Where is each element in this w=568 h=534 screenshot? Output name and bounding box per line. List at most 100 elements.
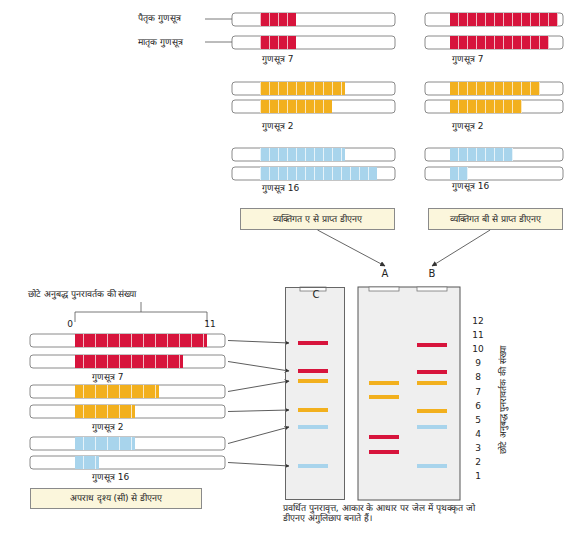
repeat-units <box>450 36 549 49</box>
chromosome-name: गुणसूत्र 16 <box>262 183 299 193</box>
chromosome-name: गुणसूत्र 16 <box>92 472 129 482</box>
box-text: व्यक्तिगत बी से प्राप्त डीएनए <box>447 214 543 224</box>
scale-number: 0 <box>67 319 73 329</box>
gel-band <box>369 435 399 439</box>
chromosome <box>425 167 563 180</box>
gel-body <box>285 287 345 500</box>
chromosome <box>30 334 225 347</box>
repeat-segment <box>75 334 207 347</box>
chromosome <box>232 100 395 113</box>
scale-number: 6 <box>475 401 481 411</box>
gel-band <box>417 343 447 347</box>
gel-band <box>298 464 328 468</box>
source-box: व्यक्तिगत ए से प्राप्त डीएनए <box>240 208 395 230</box>
chromosome-name: गुणसूत्र 2 <box>92 422 124 432</box>
repeat-segment <box>260 148 345 161</box>
chromosome-name: गुणसूत्र 7 <box>452 54 484 64</box>
repeat-units <box>450 82 540 95</box>
source-box: अपराध दृश्य (सी) से डीएनए <box>30 488 202 509</box>
repeat-segment <box>75 355 183 368</box>
repeat-units <box>450 148 513 161</box>
scale-number: 12 <box>472 316 483 326</box>
axis-title: छोटे अनुबद्ध पुनरावर्तक की संख्या <box>28 289 136 299</box>
repeat-units <box>450 13 558 26</box>
scale-number: 9 <box>475 358 481 368</box>
lane-letter: C <box>313 289 320 301</box>
repeat-segment <box>260 167 377 180</box>
chromosome <box>232 36 395 49</box>
gel-band <box>298 369 328 373</box>
scale-number: 11 <box>204 319 215 329</box>
gel-band <box>417 425 447 429</box>
chromosome <box>232 167 395 180</box>
range-bracket <box>141 302 142 312</box>
chromosome <box>30 456 225 469</box>
scale-number: 3 <box>475 443 481 453</box>
chromosome <box>232 82 395 95</box>
leader-arrow <box>228 410 289 412</box>
leader-line <box>205 19 232 20</box>
repeat-units <box>260 36 296 49</box>
gel-band <box>298 379 328 383</box>
gel-lanes: AB <box>358 266 460 500</box>
chromosome <box>30 385 225 398</box>
repeat-units <box>260 167 377 180</box>
connector-arrow <box>432 230 490 266</box>
repeat-segment <box>450 167 468 180</box>
scale-number: 4 <box>475 429 481 439</box>
repeat-units <box>75 456 99 469</box>
gel-band <box>417 464 447 468</box>
leader-arrow <box>228 463 289 467</box>
repeat-units <box>260 100 332 113</box>
repeat-units <box>75 405 135 418</box>
repeat-segment <box>75 437 135 450</box>
chromosome <box>30 437 225 450</box>
repeat-segment <box>260 100 332 113</box>
scale-number: 8 <box>475 372 481 382</box>
chromosome <box>425 36 563 49</box>
gel-well <box>369 287 399 291</box>
box-text: व्यक्तिगत ए से प्राप्त डीएनए <box>270 214 364 224</box>
leader-line <box>205 42 232 43</box>
gel-band <box>417 381 447 385</box>
chromosome-label: पैतृक गुणसूत्र <box>138 13 181 23</box>
scale-number: 2 <box>475 457 481 467</box>
gel-band <box>298 425 328 429</box>
repeat-segment <box>260 36 296 49</box>
repeat-units <box>450 167 468 180</box>
chromosome <box>425 148 563 161</box>
repeat-segment <box>75 456 99 469</box>
repeat-units <box>260 82 345 95</box>
chromosome-name: गुणसूत्र 2 <box>262 121 294 131</box>
chromosome <box>232 148 395 161</box>
gel-band <box>298 408 328 412</box>
connector-arrow <box>318 230 386 266</box>
repeat-segment <box>260 82 345 95</box>
caption: प्रवर्धित पुनरावृत्त, आकार के आधार पर जे… <box>283 503 478 524</box>
repeat-units <box>450 100 522 113</box>
leader-arrow <box>228 427 289 444</box>
chromosome <box>30 355 225 368</box>
repeat-units <box>260 13 296 26</box>
lane-letter: B <box>429 268 436 280</box>
chromosome <box>30 405 225 418</box>
repeat-segment <box>75 385 159 398</box>
gel-band <box>417 409 447 413</box>
axis-title: छोटे अनुबद्ध पुनरावर्तक की संख्या <box>498 346 508 454</box>
gel-body <box>358 287 460 500</box>
gel-band <box>369 381 399 385</box>
chromosome <box>425 13 563 26</box>
scale-number: 10 <box>472 344 483 354</box>
lane-letter: A <box>382 268 389 280</box>
repeat-segment <box>450 148 513 161</box>
repeat-units <box>75 437 135 450</box>
leader-arrow <box>228 341 289 344</box>
leader-arrow <box>228 381 289 392</box>
gel-lane: C <box>285 287 345 500</box>
leader-arrow <box>228 362 289 372</box>
